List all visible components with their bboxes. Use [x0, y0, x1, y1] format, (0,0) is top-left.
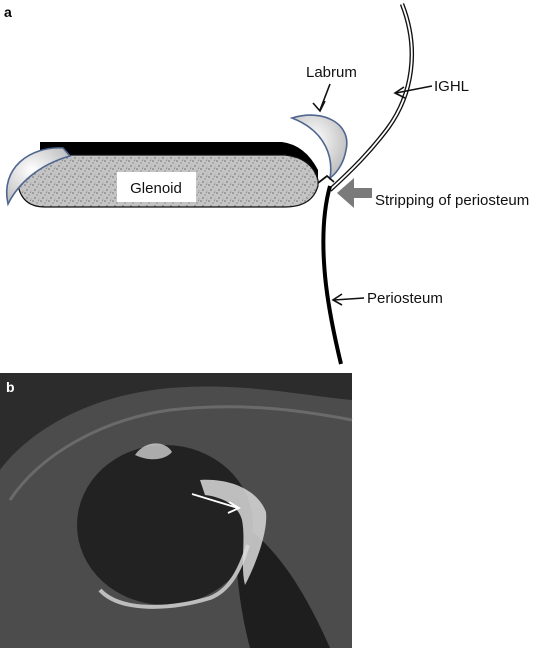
thin-arrow-icon: [312, 100, 326, 113]
mri-humeral-head: [77, 445, 253, 605]
thick-gray-arrow-icon: [337, 178, 372, 208]
panel-b: b: [0, 373, 353, 648]
glenoid-label: Glenoid: [130, 180, 182, 197]
mri-fluid: [200, 479, 267, 585]
periosteum-pointer: [331, 293, 365, 306]
glenoid-label-box: [117, 172, 196, 202]
thin-arrow-icon: [393, 86, 406, 99]
labrum-label: Labrum: [306, 64, 357, 81]
labrum-right: [289, 114, 348, 180]
ighl-label: IGHL: [434, 78, 469, 95]
stripping-label: Stripping of periosteum: [375, 192, 529, 209]
periosteum-label: Periosteum: [367, 290, 443, 307]
ighl-pointer: [393, 85, 433, 99]
labrum-pointer: [312, 83, 331, 113]
stripping-hook: [317, 174, 335, 184]
mri-fat-line: [8, 405, 353, 501]
labrum-left: [5, 147, 72, 207]
mri-cortex-rim: [98, 544, 250, 609]
panel-a: a Glenoid Labrum IG: [4, 3, 529, 365]
periosteum-line: [321, 185, 343, 365]
white-arrow-icon: [191, 493, 241, 514]
thin-arrow-icon: [331, 293, 343, 306]
mri-fluid-top: [135, 443, 172, 460]
panel-a-letter: a: [4, 4, 12, 20]
ighl-ligament: [328, 3, 414, 192]
panel-b-letter: b: [6, 379, 15, 395]
